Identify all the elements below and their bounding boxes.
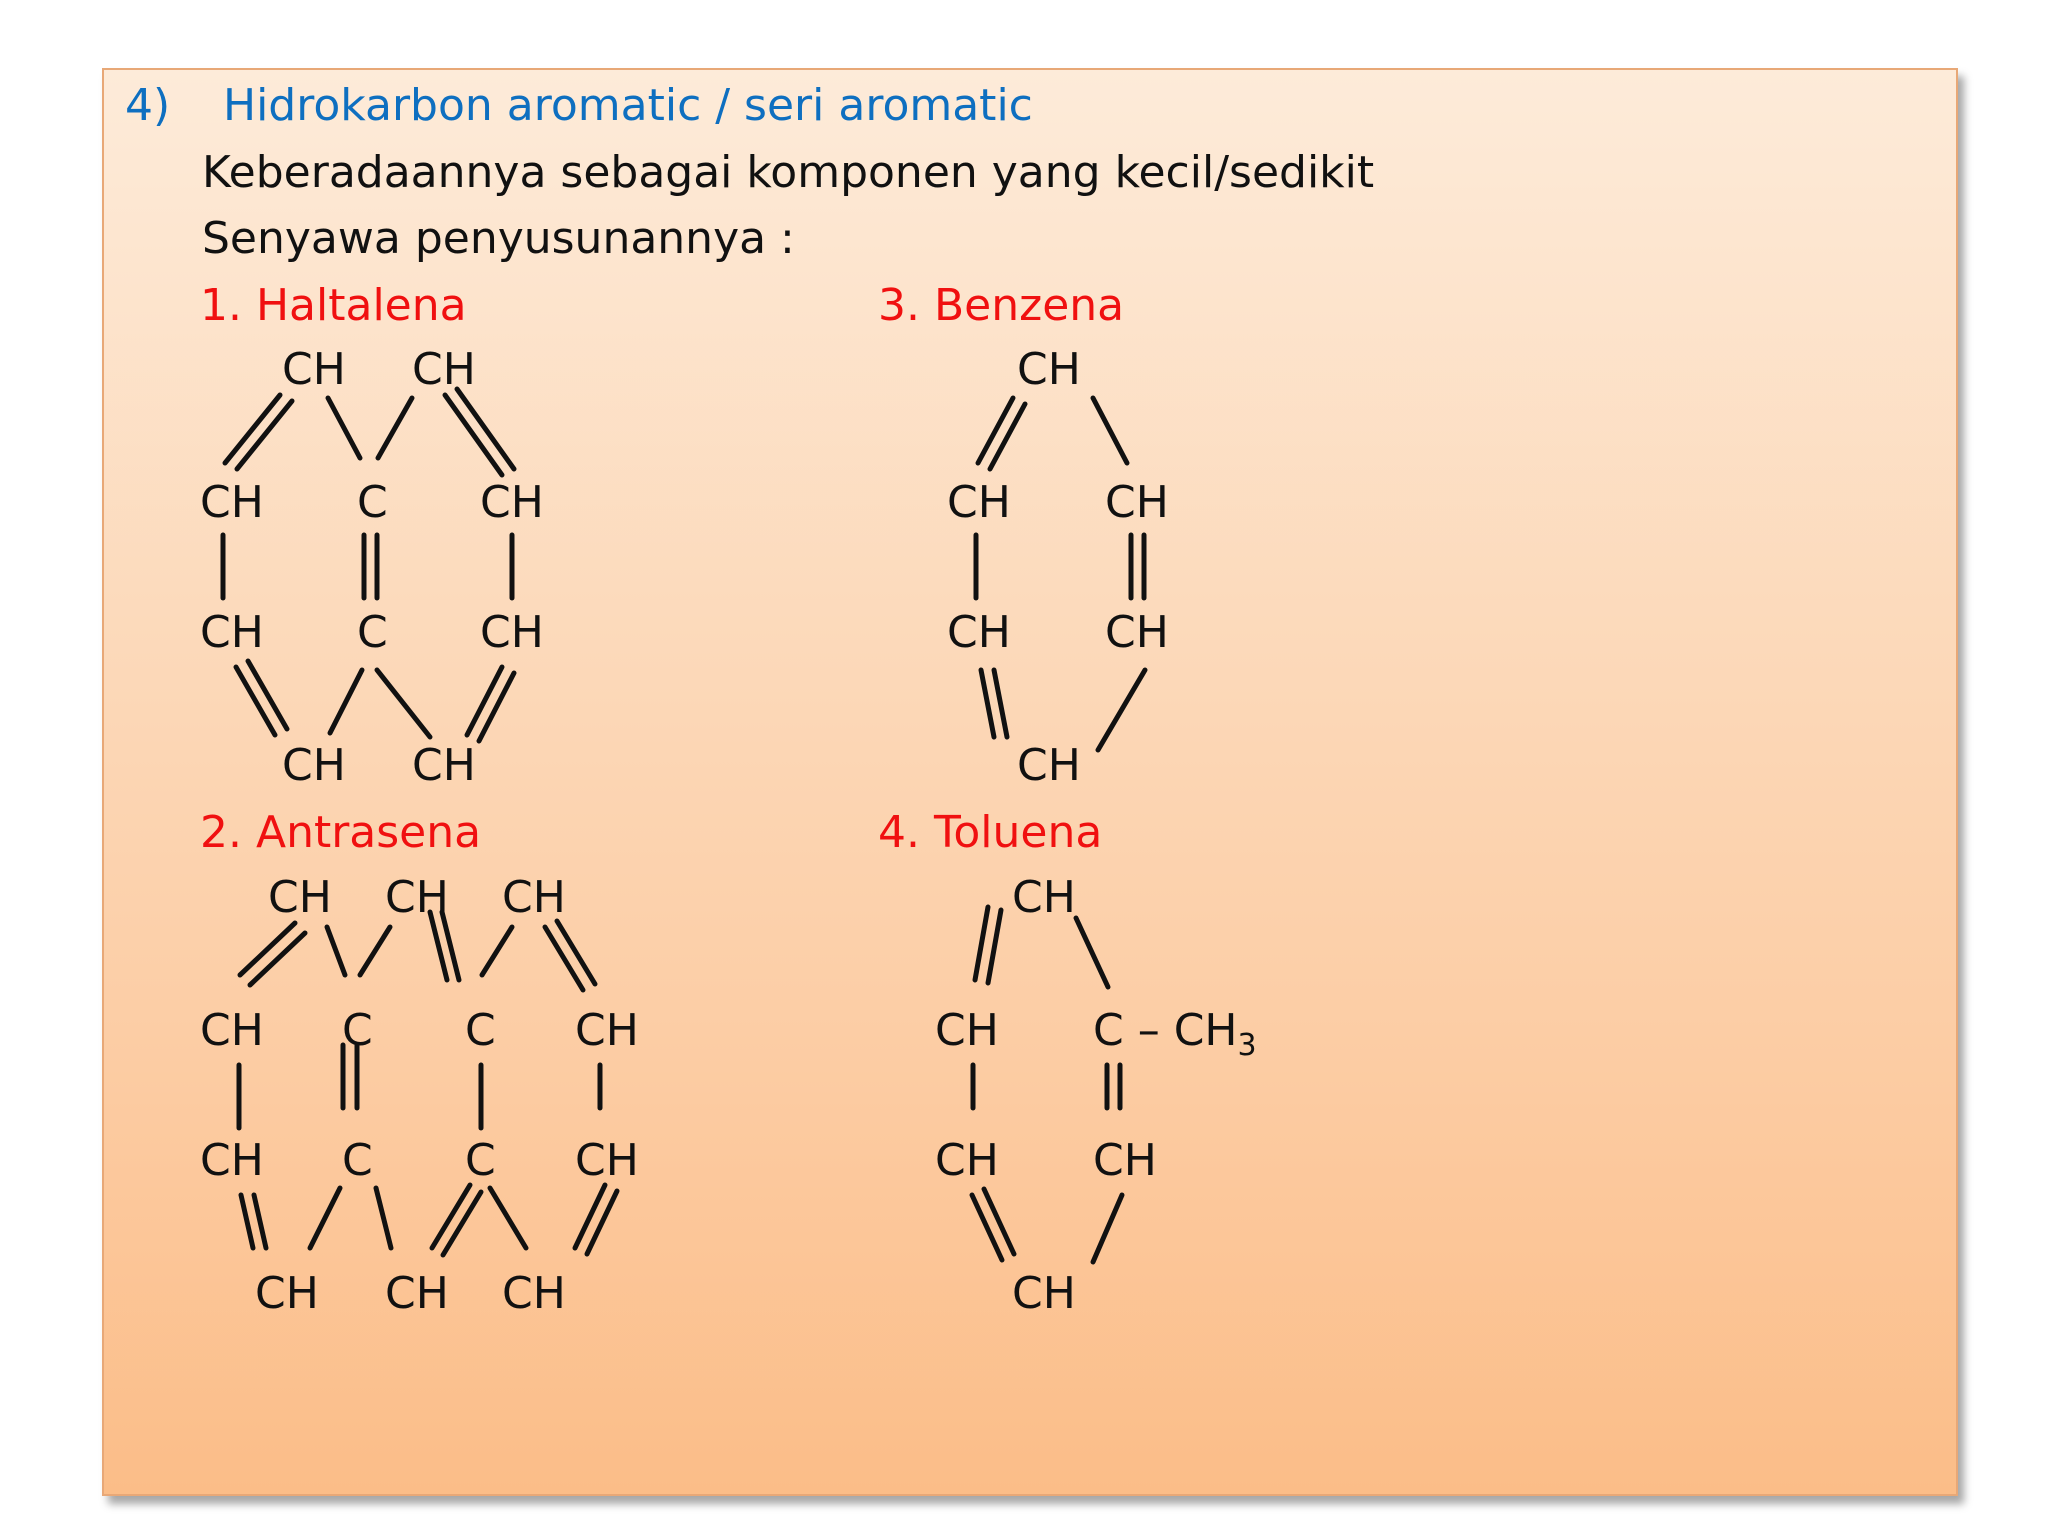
atom-ch: CH xyxy=(502,1268,566,1319)
label-toluena: 4. Toluena xyxy=(878,807,1102,858)
atom-ch: CH xyxy=(480,607,544,658)
structure-antrasena: CH CH CH CH C C CH CH C C CH CH CH CH xyxy=(200,872,639,1319)
atom-ch: CH xyxy=(268,872,332,923)
bonds-antrasena xyxy=(236,909,620,1258)
atom-ch: CH xyxy=(575,1135,639,1186)
atom-ch: CH xyxy=(1012,872,1076,923)
atom-ch: CH xyxy=(1105,607,1169,658)
atom-c: C xyxy=(357,477,388,528)
atom-ch: CH xyxy=(282,344,346,395)
structure-haltalena: CH CH CH C CH CH C CH CH CH xyxy=(200,344,544,791)
bonds-benzena xyxy=(973,395,1148,753)
bonds-haltalena xyxy=(220,386,517,744)
label-antrasena: 2. Antrasena xyxy=(200,807,481,858)
atom-ch: CH xyxy=(935,1135,999,1186)
atom-ch: CH xyxy=(1093,1135,1157,1186)
atom-ch: CH xyxy=(385,1268,449,1319)
atom-ch: CH xyxy=(502,872,566,923)
heading-number: 4) xyxy=(125,80,170,131)
atom-ch: CH xyxy=(200,477,264,528)
atom-c: C xyxy=(357,607,388,658)
atom-ch: CH xyxy=(200,1005,264,1056)
atom-ch: CH xyxy=(385,872,449,923)
atom-c-methyl: C – CH3 xyxy=(1093,1005,1257,1063)
bonds-toluena xyxy=(969,904,1125,1265)
slide-panel xyxy=(102,68,1958,1496)
atom-ch: CH xyxy=(1012,1268,1076,1319)
atom-ch: CH xyxy=(1017,740,1081,791)
heading-title: Hidrokarbon aromatic / seri aromatic xyxy=(223,80,1033,131)
atom-c: C xyxy=(465,1005,496,1056)
atom-ch: CH xyxy=(412,740,476,791)
atom-c: C xyxy=(342,1135,373,1186)
atom-c: C xyxy=(465,1135,496,1186)
atom-ch: CH xyxy=(935,1005,999,1056)
atom-ch: CH xyxy=(412,344,476,395)
description-line-2: Senyawa penyusunannya : xyxy=(202,213,795,264)
atom-ch: CH xyxy=(575,1005,639,1056)
description-line-1: Keberadaannya sebagai komponen yang keci… xyxy=(202,147,1374,198)
atom-ch: CH xyxy=(480,477,544,528)
atom-ch: CH xyxy=(1105,477,1169,528)
label-benzena: 3. Benzena xyxy=(878,280,1124,331)
structure-benzena: CH CH CH CH CH CH xyxy=(947,344,1169,791)
atom-ch: CH xyxy=(1017,344,1081,395)
structure-toluena: CH CH C – CH3 CH CH CH xyxy=(935,872,1257,1319)
atom-ch: CH xyxy=(200,1135,264,1186)
atom-ch: CH xyxy=(947,607,1011,658)
atom-ch: CH xyxy=(947,477,1011,528)
label-haltalena: 1. Haltalena xyxy=(200,280,467,331)
atom-ch: CH xyxy=(282,740,346,791)
atom-ch: CH xyxy=(255,1268,319,1319)
atom-ch: CH xyxy=(200,607,264,658)
